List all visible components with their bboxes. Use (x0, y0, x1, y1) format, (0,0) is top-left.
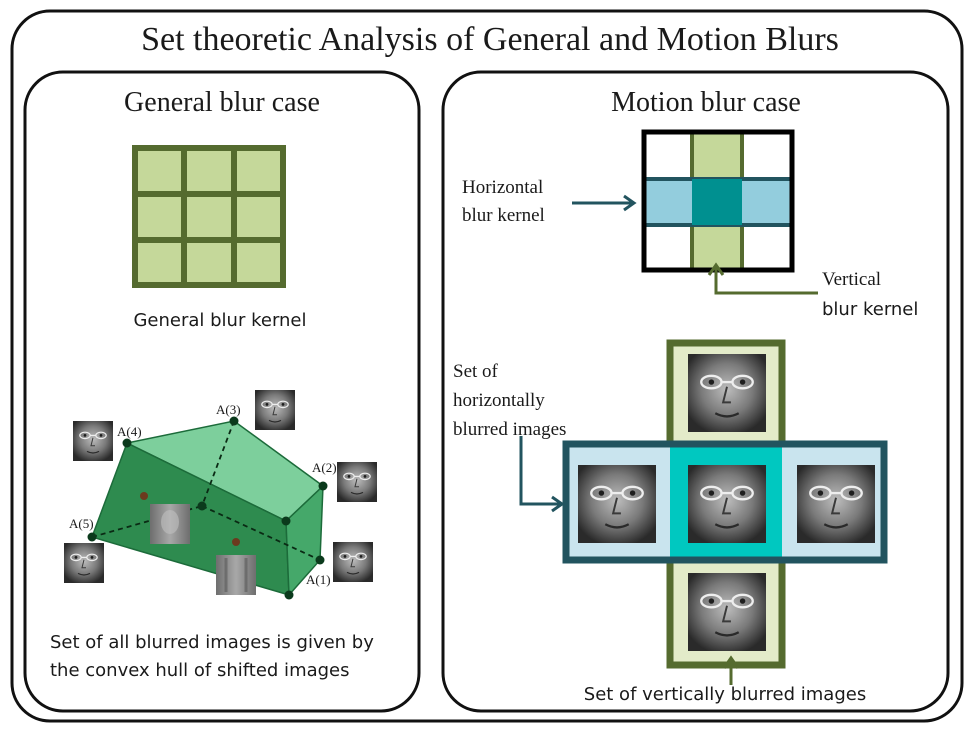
vertex-label-a2: A(2) (312, 460, 337, 475)
vertical-kernel-label-line2: blur kernel (822, 299, 919, 320)
slide-title: Set theoretic Analysis of General and Mo… (141, 21, 839, 58)
general-caption-line2: the convex hull of shifted images (50, 660, 350, 681)
kernel-outer (132, 145, 286, 288)
general-kernel-caption: General blur kernel (133, 310, 307, 331)
vertical-set-arrow (722, 655, 740, 685)
horizontal-kernel-arrow (572, 194, 637, 212)
general-panel-frame (23, 70, 421, 713)
vertical-set-caption: Set of vertically blurred images (583, 684, 867, 705)
shifted-face-a2 (336, 461, 378, 503)
hidden-edges (91, 420, 321, 561)
vertical-face-top (686, 352, 768, 434)
vertex-label-a4: A(4) (117, 424, 142, 439)
general-caption-line1: Set of all blurred images is given by (50, 632, 374, 653)
horizontal-set-label-line3: blurred images (453, 419, 567, 440)
vertex-label-a5: A(5) (69, 516, 94, 531)
convex-hull-diagram (87, 416, 328, 600)
shifted-face-a5 (63, 542, 105, 584)
motion-heading: Motion blur case (611, 87, 801, 118)
vertex-label-a1: A(1) (306, 572, 331, 587)
horizontal-face-right (795, 463, 877, 545)
motion-face-cross (562, 339, 888, 669)
vertical-face-bottom (686, 571, 768, 653)
general-heading: General blur case (124, 87, 320, 118)
blurred-face-2 (216, 555, 256, 595)
horizontal-set-label-line2: horizontally (453, 390, 545, 411)
hull-vertices (87, 416, 328, 600)
horizontal-face-left (576, 463, 658, 545)
shifted-face-a1 (332, 541, 374, 583)
shifted-face-a4 (72, 420, 114, 462)
shifted-face-a3 (254, 389, 296, 431)
horizontal-set-arrow (519, 436, 565, 513)
outer-frame (10, 9, 964, 723)
motion-blur-kernel (641, 129, 795, 273)
vertex-label-a3: A(3) (216, 402, 241, 417)
vertical-kernel-arrow (707, 262, 818, 295)
horizontal-kernel-label-line1: Horizontal (462, 177, 544, 198)
horizontal-kernel-label-line2: blur kernel (462, 205, 545, 226)
kernel-center-cell (692, 179, 742, 225)
blurred-face-1 (150, 504, 190, 544)
center-face (686, 463, 768, 545)
vertical-kernel-label-line1: Vertical (822, 269, 882, 290)
motion-panel-frame (441, 70, 950, 713)
general-blur-kernel-grid (132, 145, 286, 288)
horizontal-set-label-line1: Set of (453, 361, 498, 382)
